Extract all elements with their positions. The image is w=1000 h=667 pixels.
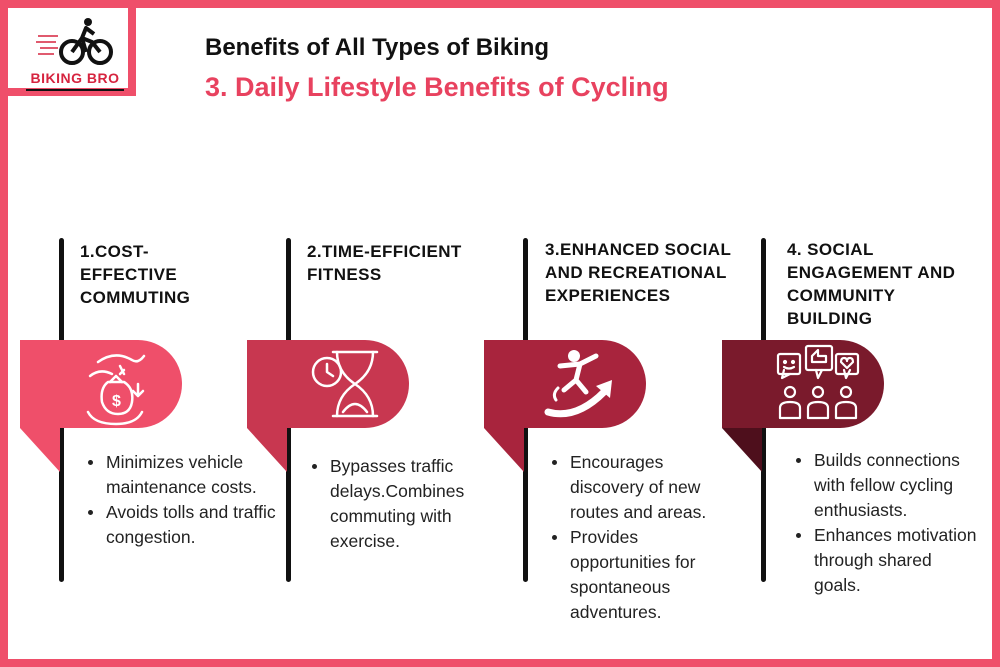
brand-underline	[26, 89, 124, 91]
bullet-list-2: Bypasses traffic delays.Combines commuti…	[308, 454, 493, 554]
ribbon-3	[484, 340, 646, 472]
list-item: Encourages discovery of new routes and a…	[548, 450, 738, 525]
column-heading-3: 3.ENHANCED SOCIAL AND RECREATIONAL EXPER…	[545, 238, 750, 307]
bullet-list-1: Minimizes vehicle maintenance costs. Avo…	[84, 450, 284, 550]
bullet-list-4: Builds connections with fellow cycling e…	[792, 448, 982, 598]
community-feedback-icon	[776, 344, 860, 420]
bullet-list-3: Encourages discovery of new routes and a…	[548, 450, 738, 625]
brand-name: BIKING BRO	[30, 70, 120, 86]
svg-text:$: $	[112, 393, 121, 410]
clock-hourglass-icon	[311, 350, 379, 418]
heading-4-line-1: 4. SOCIAL	[787, 240, 874, 259]
heading-1-line-3: COMMUTING	[80, 288, 191, 307]
adventure-surf-icon	[544, 350, 612, 418]
heading-3-line-1: 3.ENHANCED SOCIAL	[545, 240, 732, 259]
heading-1-line-1: 1.COST-	[80, 242, 149, 261]
column-heading-4: 4. SOCIAL ENGAGEMENT AND COMMUNITY BUILD…	[787, 238, 987, 330]
page-title: Benefits of All Types of Biking	[205, 34, 550, 61]
heading-4-line-2: ENGAGEMENT AND	[787, 263, 956, 282]
ribbon-2	[247, 340, 409, 472]
list-item: Avoids tolls and traffic congestion.	[84, 500, 284, 550]
heading-2-line-1: 2.TIME-EFFICIENT	[307, 242, 462, 261]
cyclist-icon	[36, 18, 113, 65]
page-subtitle: 3. Daily Lifestyle Benefits of Cycling	[205, 72, 669, 102]
ribbon-4	[722, 340, 884, 472]
list-item: Builds connections with fellow cycling e…	[792, 448, 982, 523]
money-hand-icon: $	[86, 354, 146, 426]
list-item: Enhances motivation through shared goals…	[792, 523, 982, 598]
heading-4-line-4: BUILDING	[787, 309, 873, 328]
heading-4-line-3: COMMUNITY	[787, 286, 896, 305]
heading-3-line-3: EXPERIENCES	[545, 286, 671, 305]
list-item: Bypasses traffic delays.Combines commuti…	[308, 454, 493, 554]
heading-2-line-2: FITNESS	[307, 265, 382, 284]
column-heading-1: 1.COST- EFFECTIVE COMMUTING	[80, 240, 270, 309]
heading-3-line-2: AND RECREATIONAL	[545, 263, 727, 282]
ribbon-1: $	[20, 340, 182, 472]
list-item: Minimizes vehicle maintenance costs.	[84, 450, 284, 500]
logo: BIKING BRO	[0, 0, 136, 96]
list-item: Provides opportunities for spontaneous a…	[548, 525, 738, 625]
column-heading-2: 2.TIME-EFFICIENT FITNESS	[307, 240, 507, 286]
heading-1-line-2: EFFECTIVE	[80, 265, 178, 284]
